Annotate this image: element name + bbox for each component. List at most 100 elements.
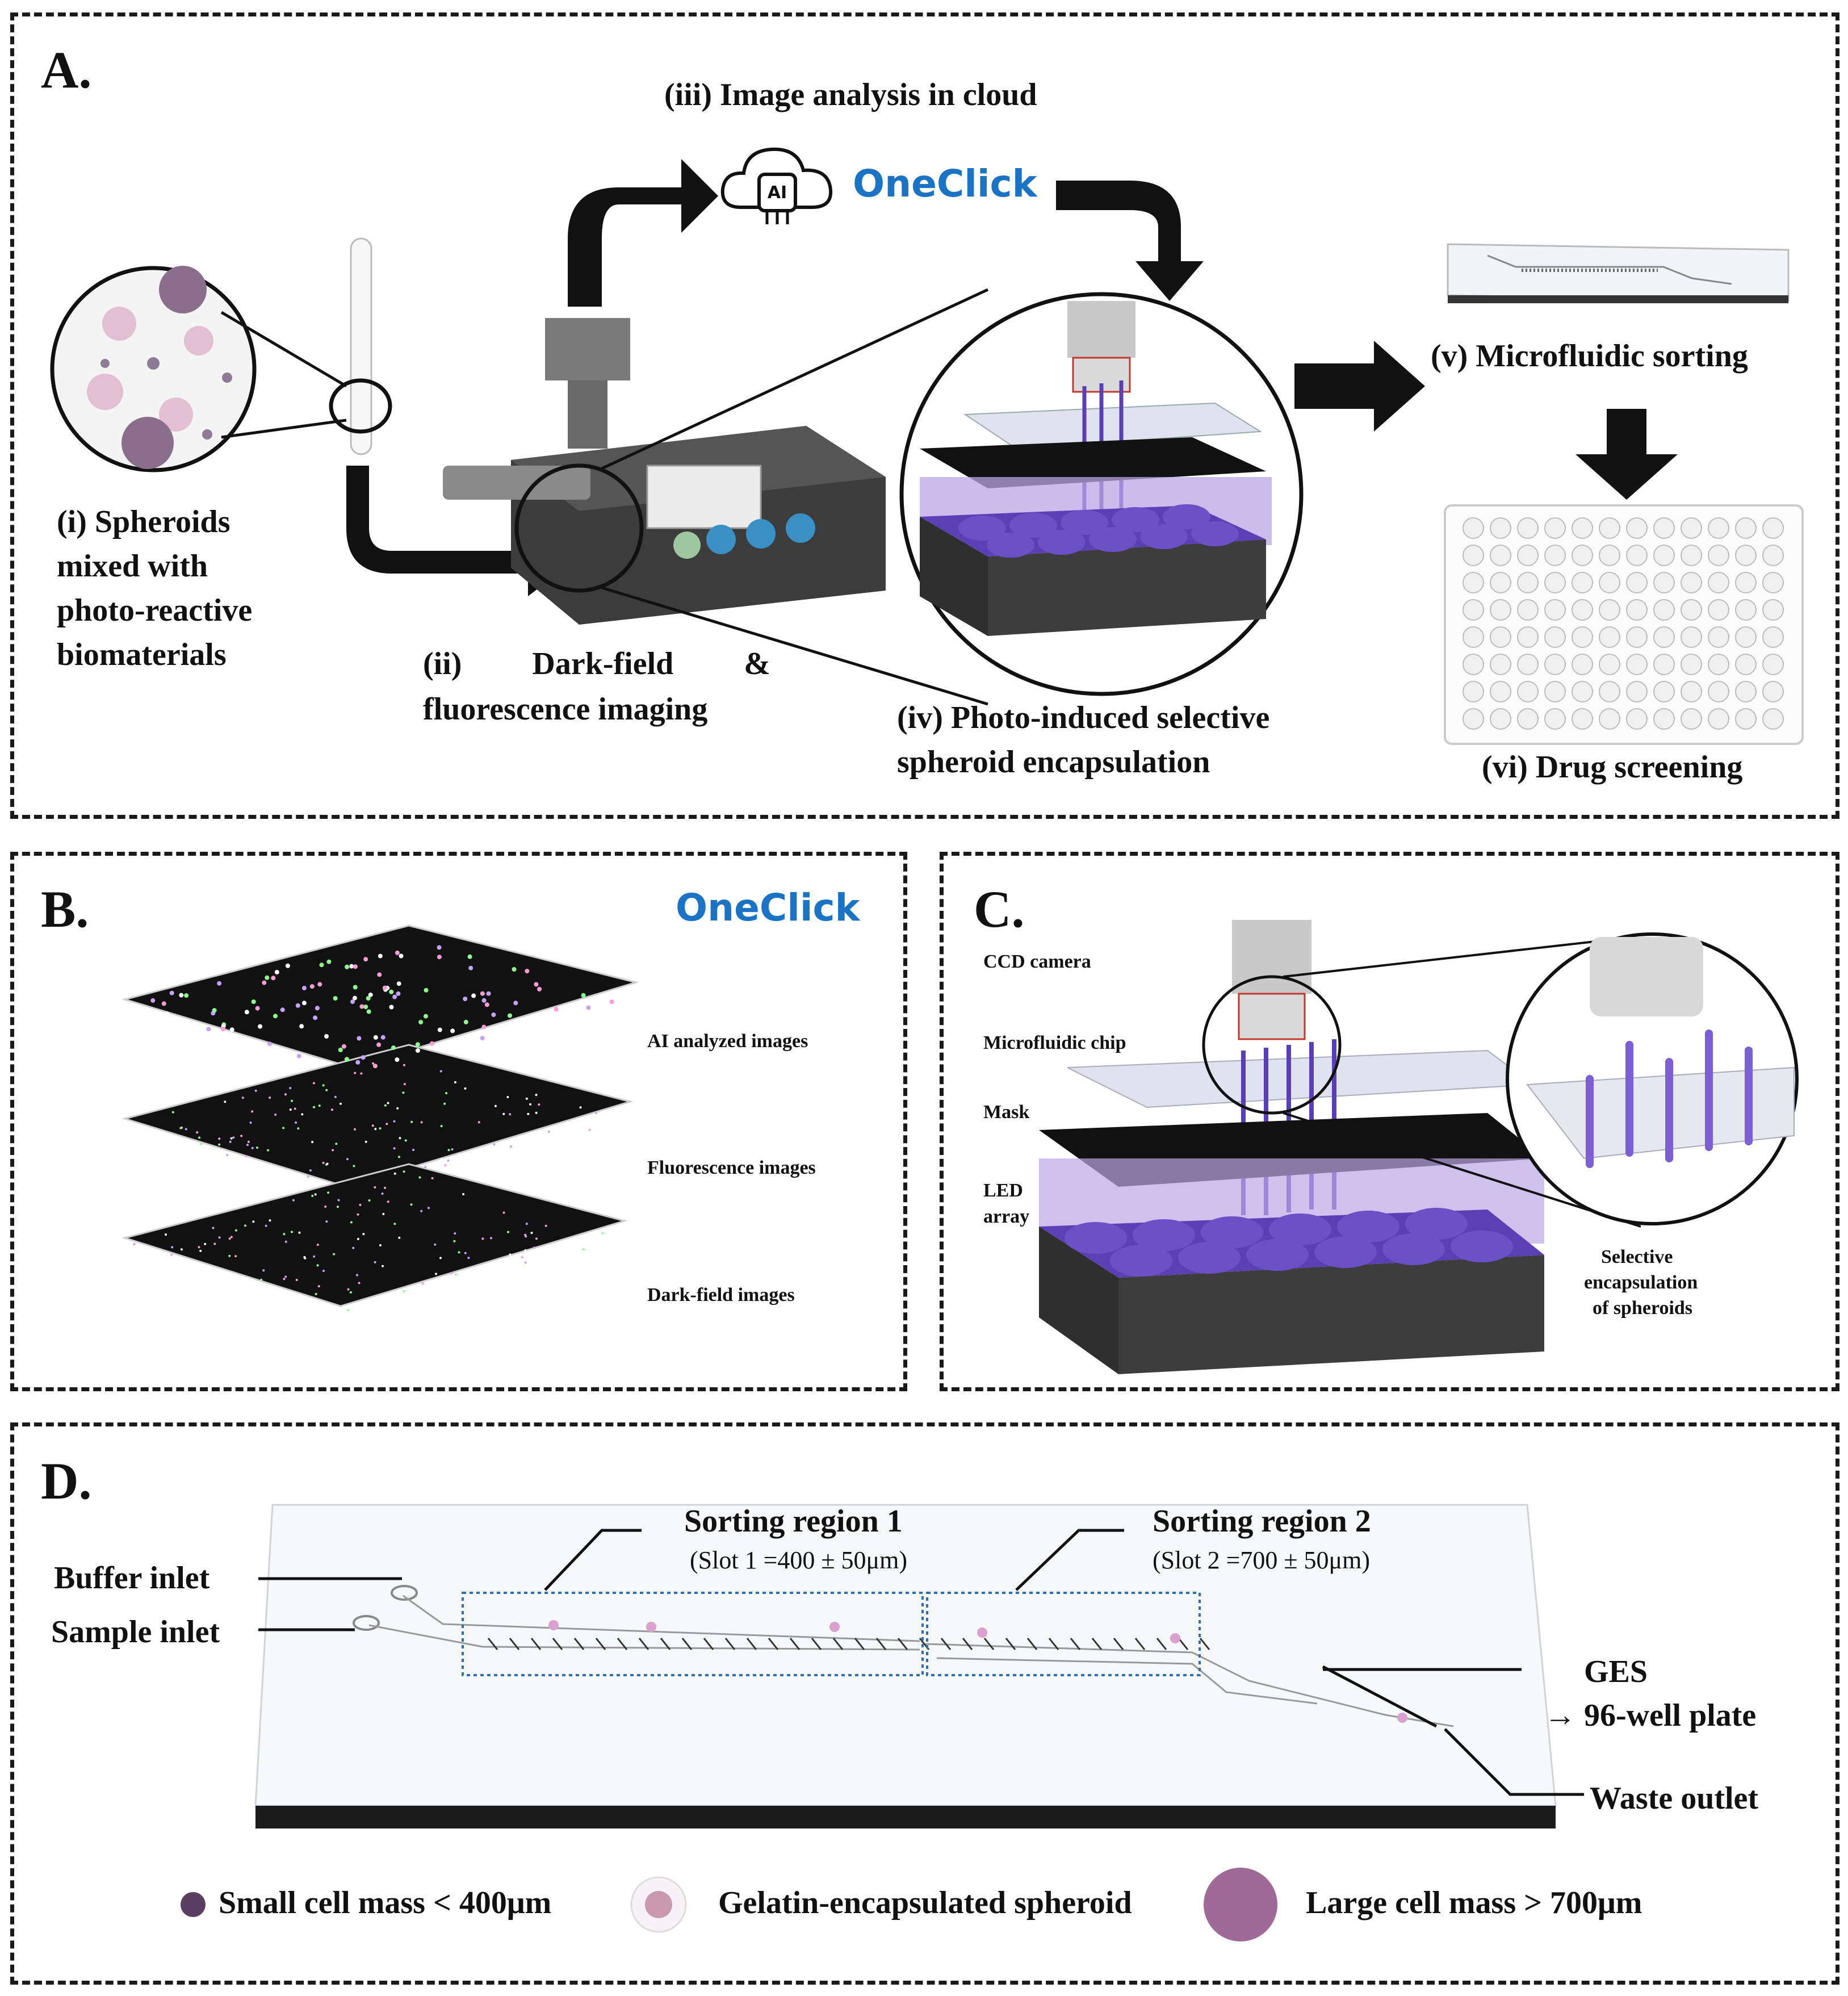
well (1490, 708, 1511, 730)
image-dot (248, 1140, 250, 1143)
image-dot (301, 1113, 304, 1116)
image-dot (204, 1242, 207, 1245)
image-dot (274, 1114, 277, 1116)
image-dot (450, 1028, 455, 1033)
well (1681, 572, 1702, 593)
image-dot (133, 1243, 136, 1245)
sorting-slot (854, 1638, 865, 1650)
image-dot (477, 1121, 480, 1124)
image-dot (265, 1224, 267, 1227)
image-dot (424, 1166, 426, 1168)
image-dot (525, 1223, 528, 1225)
image-dot (313, 1255, 316, 1258)
well (1735, 545, 1757, 566)
image-dot (403, 1170, 405, 1173)
sorting-slot (595, 1638, 606, 1650)
image-dot (410, 1203, 413, 1206)
sorting-region-1-label: Sorting region 1 (684, 1504, 903, 1539)
image-dot (502, 1211, 505, 1214)
well (1490, 681, 1511, 702)
well (1544, 572, 1566, 593)
image-dot (349, 1291, 352, 1294)
image-dot (332, 1149, 334, 1152)
image-dot (324, 1034, 329, 1039)
well (1490, 572, 1511, 593)
image-dot (271, 976, 276, 981)
image-dot (269, 1097, 271, 1099)
image-dot (234, 1255, 237, 1258)
image-dot (198, 1246, 200, 1249)
image-dot (443, 1102, 446, 1105)
image-dot (431, 1177, 434, 1179)
ges-label: GES (1584, 1654, 1648, 1689)
well (1681, 654, 1702, 675)
well (1490, 599, 1511, 621)
image-dot (357, 1213, 359, 1216)
image-dot (440, 1158, 443, 1161)
image-dot (297, 1127, 300, 1130)
sorting-slot (1156, 1638, 1167, 1650)
image-dot (262, 1269, 265, 1272)
well (1490, 626, 1511, 648)
sorting-slot (1070, 1638, 1081, 1650)
ai-chip-label: AI (768, 183, 787, 203)
image-dot (590, 1122, 593, 1125)
sorting-slot (746, 1638, 757, 1650)
image-dot (298, 1231, 301, 1234)
image-dot (601, 1232, 604, 1235)
well (1544, 654, 1566, 675)
image-dot (290, 1231, 293, 1233)
well (1463, 626, 1484, 648)
image-dot (352, 1246, 355, 1249)
sorting-slot (1091, 1638, 1103, 1650)
well (1517, 572, 1539, 593)
sorting-slot (1199, 1638, 1210, 1650)
image-dot (366, 996, 371, 1001)
well (1572, 654, 1593, 675)
image-dot (402, 1091, 405, 1094)
sorting-chip (254, 1504, 1584, 1828)
image-dot (364, 1140, 367, 1143)
image-dot (229, 1027, 234, 1032)
well (1762, 708, 1784, 730)
image-dot (377, 972, 382, 977)
image-dot (393, 1120, 396, 1123)
sorting-slot (703, 1638, 714, 1650)
well (1762, 654, 1784, 675)
image-dot (486, 991, 491, 996)
well (1735, 654, 1757, 675)
image-dot (395, 950, 400, 955)
well (1653, 626, 1675, 648)
image-dot (199, 1249, 202, 1252)
image-dot (530, 1232, 533, 1235)
well (1762, 572, 1784, 593)
image-dot (472, 1035, 477, 1040)
well (1762, 517, 1784, 539)
image-dot (435, 1273, 437, 1275)
well (1517, 599, 1539, 621)
image-dot (529, 1103, 532, 1106)
sorting-slot (1113, 1638, 1124, 1650)
image-dot (284, 1240, 287, 1243)
image-dot (525, 969, 530, 974)
image-dot (507, 1231, 509, 1233)
image-dot (234, 1229, 237, 1232)
sorting-slot (1048, 1638, 1059, 1650)
sorting-slot (940, 1638, 952, 1650)
sorting-slot (832, 1638, 844, 1650)
well (1681, 545, 1702, 566)
image-dot (415, 1048, 420, 1053)
well (1681, 599, 1702, 621)
well (1762, 626, 1784, 648)
image-dot (538, 1103, 540, 1106)
well (1681, 681, 1702, 702)
image-dot (625, 1237, 627, 1240)
well (1681, 626, 1702, 648)
image-dot (311, 1141, 314, 1144)
image-dot (319, 963, 324, 968)
well (1626, 626, 1648, 648)
image-dot (317, 1285, 320, 1288)
image-dot (325, 1089, 328, 1091)
image-dot (311, 1194, 314, 1197)
image-dot (283, 1278, 286, 1281)
